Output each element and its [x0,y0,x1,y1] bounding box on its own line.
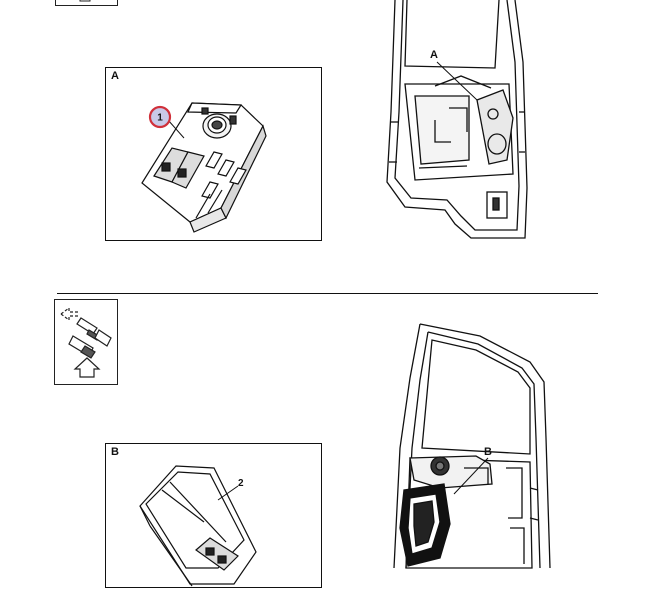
step-icon-install-art [60,306,112,378]
callout-2-number: 2 [238,478,244,489]
door-label-b: B [484,446,492,458]
door-illustration-a: A [386,0,528,239]
window-switch-illustration-b: 2 [139,465,257,587]
callout-1-number: 1 [157,113,163,124]
detail-panel-a: A [105,67,322,241]
panel-letter-b: B [111,446,119,458]
door-illustration-b: B [393,323,551,569]
step-icon-remove [55,0,118,6]
detail-panel-b: B 2 [105,443,322,588]
callout-1-marker: 1 [148,105,172,129]
section-divider [57,293,598,294]
door-label-a: A [430,49,438,61]
step-icon-remove-art [79,0,91,2]
up-arrow-icon [73,357,101,378]
window-switch-illustration-a [141,102,267,233]
panel-letter-a: A [111,70,119,82]
step-icon-install [54,299,118,385]
